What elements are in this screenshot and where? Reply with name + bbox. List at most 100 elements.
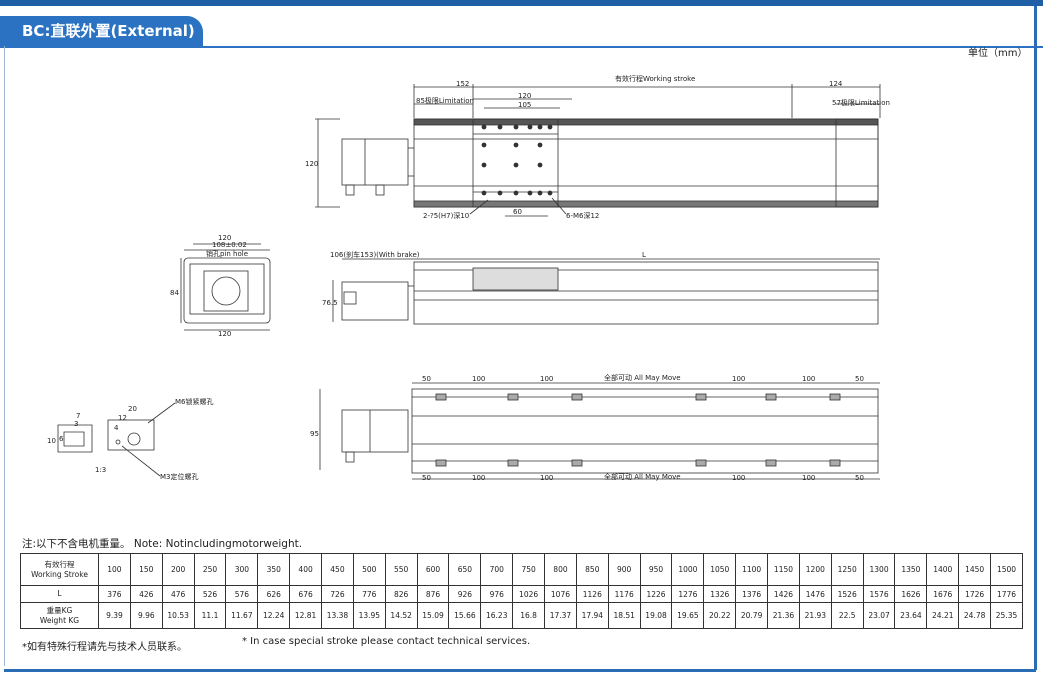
dim-124: 124 (829, 80, 843, 88)
weight-cell: 13.95 (352, 602, 386, 629)
weight-cell: 24.78 (958, 602, 992, 629)
end-pin-hole: 销孔pin hole (206, 249, 248, 258)
bv-top-1: 100 (472, 375, 485, 383)
end-w120-bottom: 120 (218, 330, 231, 338)
length-cell: 1276 (671, 585, 705, 603)
length-cell: 1326 (703, 585, 737, 603)
dim-152: 152 (456, 80, 469, 88)
weight-cell: 22.5 (830, 602, 864, 629)
bv-bot-1: 100 (472, 474, 485, 482)
stroke-cell: 450 (321, 553, 354, 586)
bv-bot-4: 100 (802, 474, 815, 482)
top-view-motor (341, 138, 409, 186)
weight-cell: 16.23 (480, 602, 514, 629)
bottom-border (4, 669, 1036, 672)
stroke-cell: 350 (257, 553, 291, 586)
stroke-cell: 400 (289, 553, 323, 586)
end-view-body (183, 257, 271, 324)
weight-cell: 24.21 (926, 602, 960, 629)
stroke-cell: 1450 (958, 553, 992, 586)
stroke-cell: 1000 (671, 553, 705, 586)
side-view-motor (341, 281, 409, 321)
bottom-view (319, 382, 880, 480)
slot-d10: 10 (47, 437, 56, 445)
bv-bot-5: 50 (855, 474, 864, 482)
stroke-cell: 1350 (894, 553, 928, 586)
slot-d12: 12 (118, 414, 127, 422)
m3-label: M3定位螺孔 (160, 472, 199, 481)
stroke-cell: 1250 (830, 553, 864, 586)
length-cell: 1676 (926, 585, 960, 603)
slot-d20: 20 (128, 405, 137, 413)
length-cell: 676 (289, 585, 323, 603)
length-cell: 1176 (607, 585, 641, 603)
weight-cell: 16.8 (512, 602, 546, 629)
bv-top-5: 50 (855, 375, 864, 383)
end-view (180, 243, 271, 331)
length-cell: 1476 (798, 585, 832, 603)
weight-cell: 12.81 (289, 602, 323, 629)
weight-header-cn: 重量KG (46, 605, 73, 615)
length-cell: 1526 (830, 585, 864, 603)
slot-d6: 6 (59, 435, 64, 443)
top-view (315, 84, 881, 217)
side-view (332, 258, 880, 325)
height-120: 120 (305, 160, 318, 168)
page-title: BC:直联外置(External) (22, 22, 195, 40)
slot-detail (57, 402, 176, 477)
stroke-cell: 750 (512, 553, 546, 586)
stroke-header-en: Working Stroke (31, 569, 88, 579)
top-bar (0, 0, 1043, 6)
length-cell: 1426 (767, 585, 800, 603)
side-view-carriage (472, 267, 559, 291)
bottom-view-body (411, 388, 879, 474)
stroke-cell: 600 (416, 553, 450, 586)
weight-cell: 14.52 (384, 602, 418, 629)
bottom-h95: 95 (310, 430, 319, 438)
length-label: L (642, 251, 646, 259)
weight-cell: 12.24 (257, 602, 291, 629)
weight-cell: 17.94 (575, 602, 609, 629)
bv-bot-0: 50 (422, 474, 431, 482)
weight-cell: 15.66 (448, 602, 482, 629)
weight-cell: 10.53 (161, 602, 195, 629)
stroke-cell: 1500 (990, 553, 1023, 586)
end-w120-top: 120 (218, 234, 231, 242)
stroke-cell: 1200 (798, 553, 832, 586)
bv-bot-3: 100 (732, 474, 745, 482)
bv-top-0: 50 (422, 375, 431, 383)
weight-cell: 21.93 (798, 602, 832, 629)
unit-label: 单位（mm） (968, 48, 1028, 59)
all-may-move-bottom: 全部可动 All May Move (604, 472, 681, 481)
slot-d3: 3 (74, 420, 78, 428)
weight-cell: 18.51 (607, 602, 641, 629)
stroke-cell: 700 (480, 553, 514, 586)
weight-cell: 19.65 (671, 602, 705, 629)
end-h84: 84 (170, 289, 179, 297)
right-border (1034, 6, 1037, 670)
length-cell: 776 (352, 585, 386, 603)
bv-bot-2: 100 (540, 474, 553, 482)
stroke-cell: 850 (575, 553, 609, 586)
section-tab-line (0, 46, 1043, 48)
pin-hole-label: 2-?5(H7)深10 (423, 211, 469, 220)
bv-top-3: 100 (732, 375, 745, 383)
tap-hole-label: 6-M6深12 (566, 211, 599, 220)
limit-57: 57极限Limitation (832, 98, 890, 107)
brake-label: 106(刹车153)(With brake) (330, 250, 420, 259)
bottom-view-motor (341, 409, 409, 453)
stroke-header: 有效行程 Working Stroke (20, 553, 99, 586)
length-cell: 1726 (958, 585, 992, 603)
weight-cell: 11.67 (225, 602, 259, 629)
length-cell: 376 (98, 585, 131, 603)
weight-header-en: Weight KG (39, 615, 80, 625)
stroke-cell: 550 (384, 553, 418, 586)
stroke-cell: 1300 (862, 553, 896, 586)
dimension-texts: 有效行程Working stroke 152 124 120 105 85极限L… (47, 74, 890, 482)
length-cell: 1576 (862, 585, 896, 603)
length-cell: 1026 (512, 585, 546, 603)
